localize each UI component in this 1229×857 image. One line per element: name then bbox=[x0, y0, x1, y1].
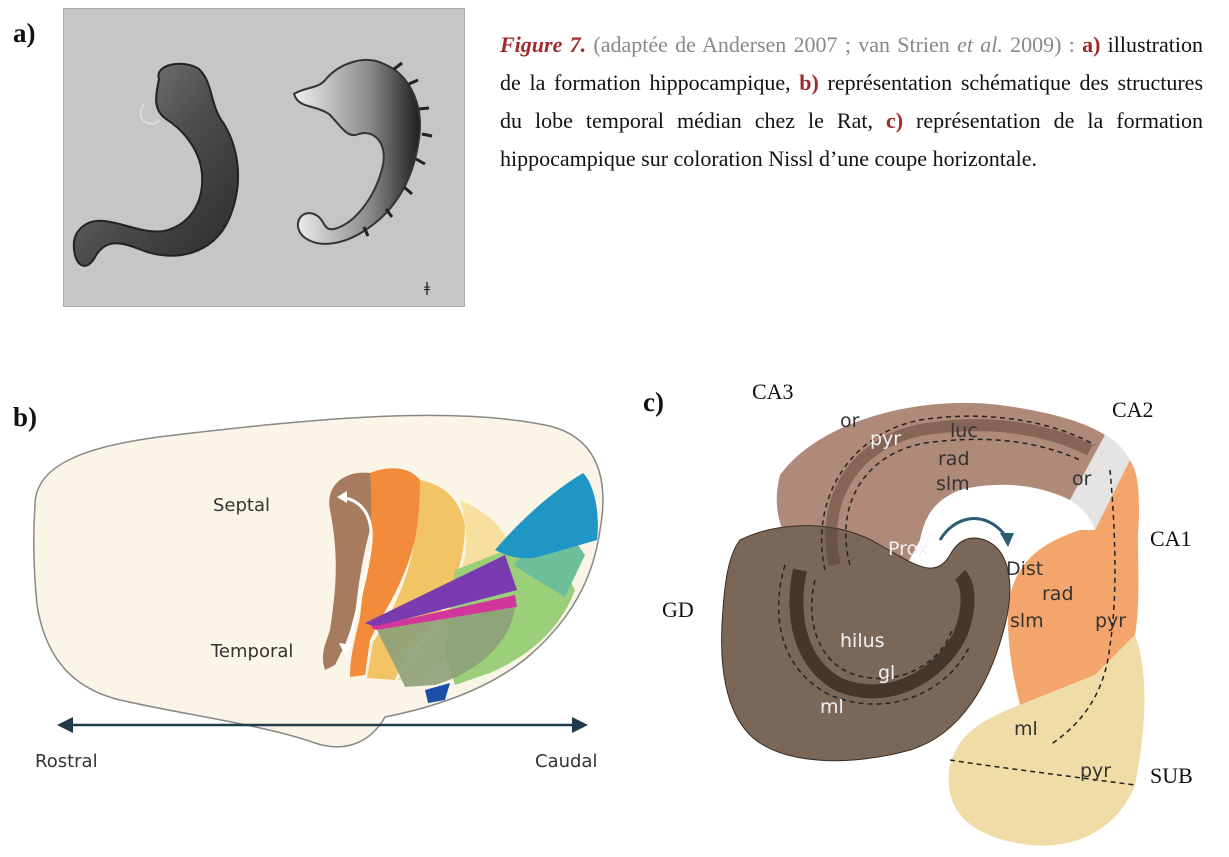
caption-source-etal: et al. bbox=[957, 32, 1003, 57]
hippocampus-seahorse-photo: ǂ bbox=[63, 8, 465, 307]
label-prox: Prox bbox=[888, 538, 929, 560]
seahorse-shape bbox=[294, 60, 420, 244]
label-temporal: Temporal bbox=[210, 641, 293, 662]
photo-signature-glyph: ǂ bbox=[424, 281, 430, 296]
axis-arrow-right bbox=[572, 717, 588, 733]
caption-c-letter: c) bbox=[886, 108, 903, 133]
caption-source-open: (adaptée de Andersen 2007 ; van Strien bbox=[586, 32, 957, 57]
label-dist: Dist bbox=[1006, 558, 1043, 580]
label-rad-ca3: rad bbox=[938, 448, 970, 470]
label-slm-ca3: slm bbox=[936, 473, 970, 495]
label-sub: SUB bbox=[1150, 763, 1193, 788]
label-ml-sub: ml bbox=[1014, 718, 1038, 740]
label-or-ca1: or bbox=[1072, 468, 1092, 490]
label-ca3: CA3 bbox=[752, 379, 794, 404]
label-ca2: CA2 bbox=[1112, 397, 1154, 422]
label-or-ca3: or bbox=[840, 410, 860, 432]
label-pyr-ca1: pyr bbox=[1095, 610, 1126, 632]
nissl-hippocampus-section: CA3 CA2 CA1 GD SUB or pyr luc rad slm Pr… bbox=[640, 365, 1225, 857]
label-gd: GD bbox=[662, 597, 694, 622]
label-pyr-sub: pyr bbox=[1080, 760, 1111, 782]
label-hilus: hilus bbox=[840, 630, 885, 652]
label-ml-gd: ml bbox=[820, 696, 844, 718]
caption-figure-label: Figure 7. bbox=[500, 32, 586, 57]
label-pyr-ca3: pyr bbox=[870, 428, 901, 450]
label-rad-ca1: rad bbox=[1042, 583, 1074, 605]
label-rostral: Rostral bbox=[35, 751, 98, 772]
label-slm-ca1: slm bbox=[1010, 610, 1044, 632]
label-caudal: Caudal bbox=[535, 751, 597, 772]
hippocampus-shape bbox=[74, 64, 238, 266]
photo-illustration: ǂ bbox=[64, 9, 464, 306]
label-septal: Septal bbox=[213, 495, 270, 516]
caption-a-letter: a) bbox=[1082, 32, 1100, 57]
axis-arrow-left bbox=[57, 717, 73, 733]
caption-source-close: 2009) : bbox=[1003, 32, 1082, 57]
label-luc: luc bbox=[950, 420, 978, 442]
panel-letter-a: a) bbox=[13, 18, 36, 49]
rat-brain-schematic: Septal Temporal Rostral Caudal bbox=[25, 355, 615, 795]
caption-b-letter: b) bbox=[799, 70, 819, 95]
figure-caption: Figure 7. (adaptée de Andersen 2007 ; va… bbox=[500, 26, 1203, 178]
label-ca1: CA1 bbox=[1150, 526, 1192, 551]
label-gl: gl bbox=[878, 662, 895, 684]
prox-dist-arrow bbox=[940, 519, 1005, 540]
